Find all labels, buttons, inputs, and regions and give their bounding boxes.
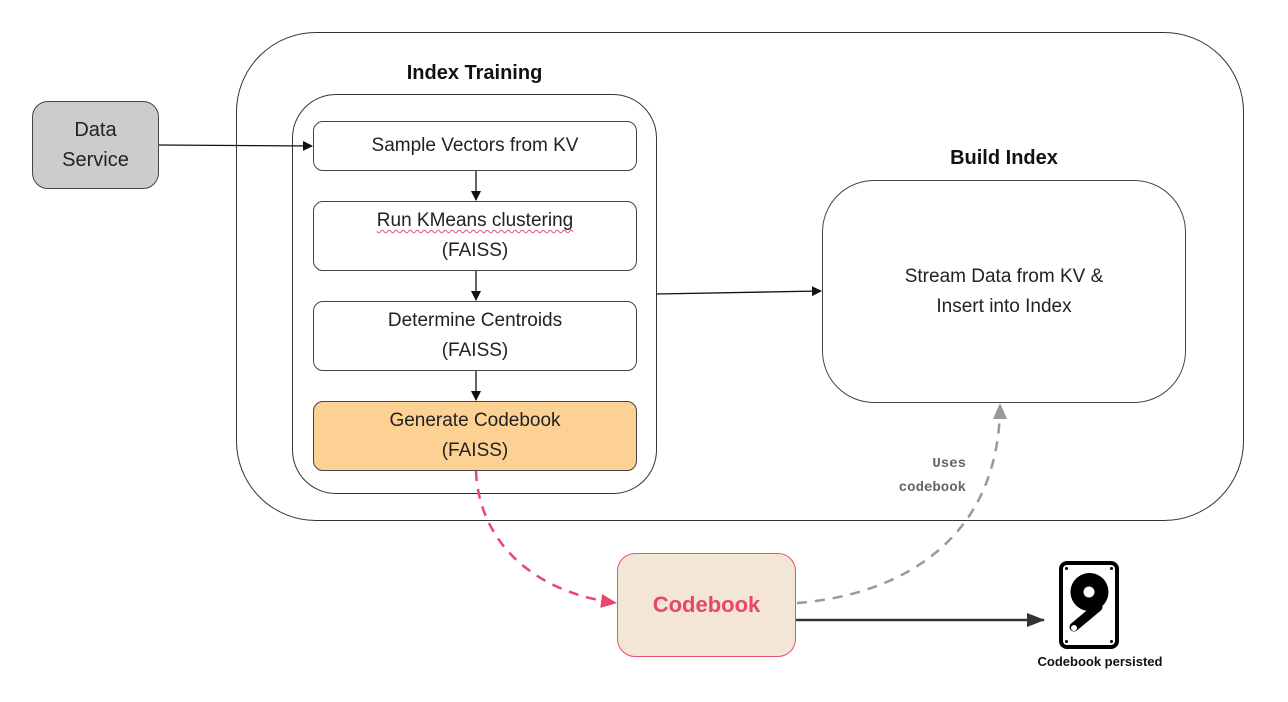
build-index-label-1: Stream Data from KV &	[904, 265, 1104, 287]
arrow-training-to-build-index	[656, 286, 822, 297]
step-sublabel: (FAISS)	[441, 440, 509, 461]
data-service-label-2: Service	[62, 149, 129, 171]
build-index-node[interactable]: Stream Data from KV & Insert into Index	[822, 180, 1186, 403]
index-training-title: Index Training	[406, 62, 543, 84]
data-service-label-1: Data	[74, 119, 117, 141]
uses-label-1: Uses	[932, 456, 966, 472]
step-label: Run KMeans clustering	[376, 210, 574, 231]
codebook-label: Codebook	[652, 592, 761, 617]
pipeline-container	[236, 32, 1244, 521]
data-service-node[interactable]: Data Service	[32, 101, 159, 189]
step-sample-vectors[interactable]: Sample Vectors from KV	[313, 121, 637, 171]
step-generate-codebook[interactable]: Generate Codebook (FAISS)	[313, 401, 637, 471]
uses-codebook-annotation: Uses codebook	[830, 452, 966, 500]
hard-drive-icon	[1059, 561, 1119, 649]
step-sublabel: (FAISS)	[441, 340, 509, 361]
uses-label-2: codebook	[898, 480, 966, 496]
arrow-codebook-to-build-index	[796, 403, 1007, 605]
arrow-data-service-to-sample	[158, 140, 313, 151]
arrow-generate-to-codebook	[474, 470, 617, 608]
step-label: Generate Codebook	[389, 410, 561, 431]
step-label: Sample Vectors from KV	[371, 135, 579, 156]
codebook-node[interactable]: Codebook	[617, 553, 796, 657]
codebook-persisted-label: Codebook persisted	[1037, 654, 1163, 669]
step-determine-centroids[interactable]: Determine Centroids (FAISS)	[313, 301, 637, 371]
build-index-title: Build Index	[950, 147, 1058, 169]
index-training-group	[292, 94, 657, 494]
build-index-label-2: Insert into Index	[936, 295, 1072, 317]
step-run-kmeans[interactable]: Run KMeans clustering (FAISS)	[313, 201, 637, 271]
step-sublabel: (FAISS)	[441, 240, 509, 261]
step-label: Determine Centroids	[387, 310, 563, 331]
